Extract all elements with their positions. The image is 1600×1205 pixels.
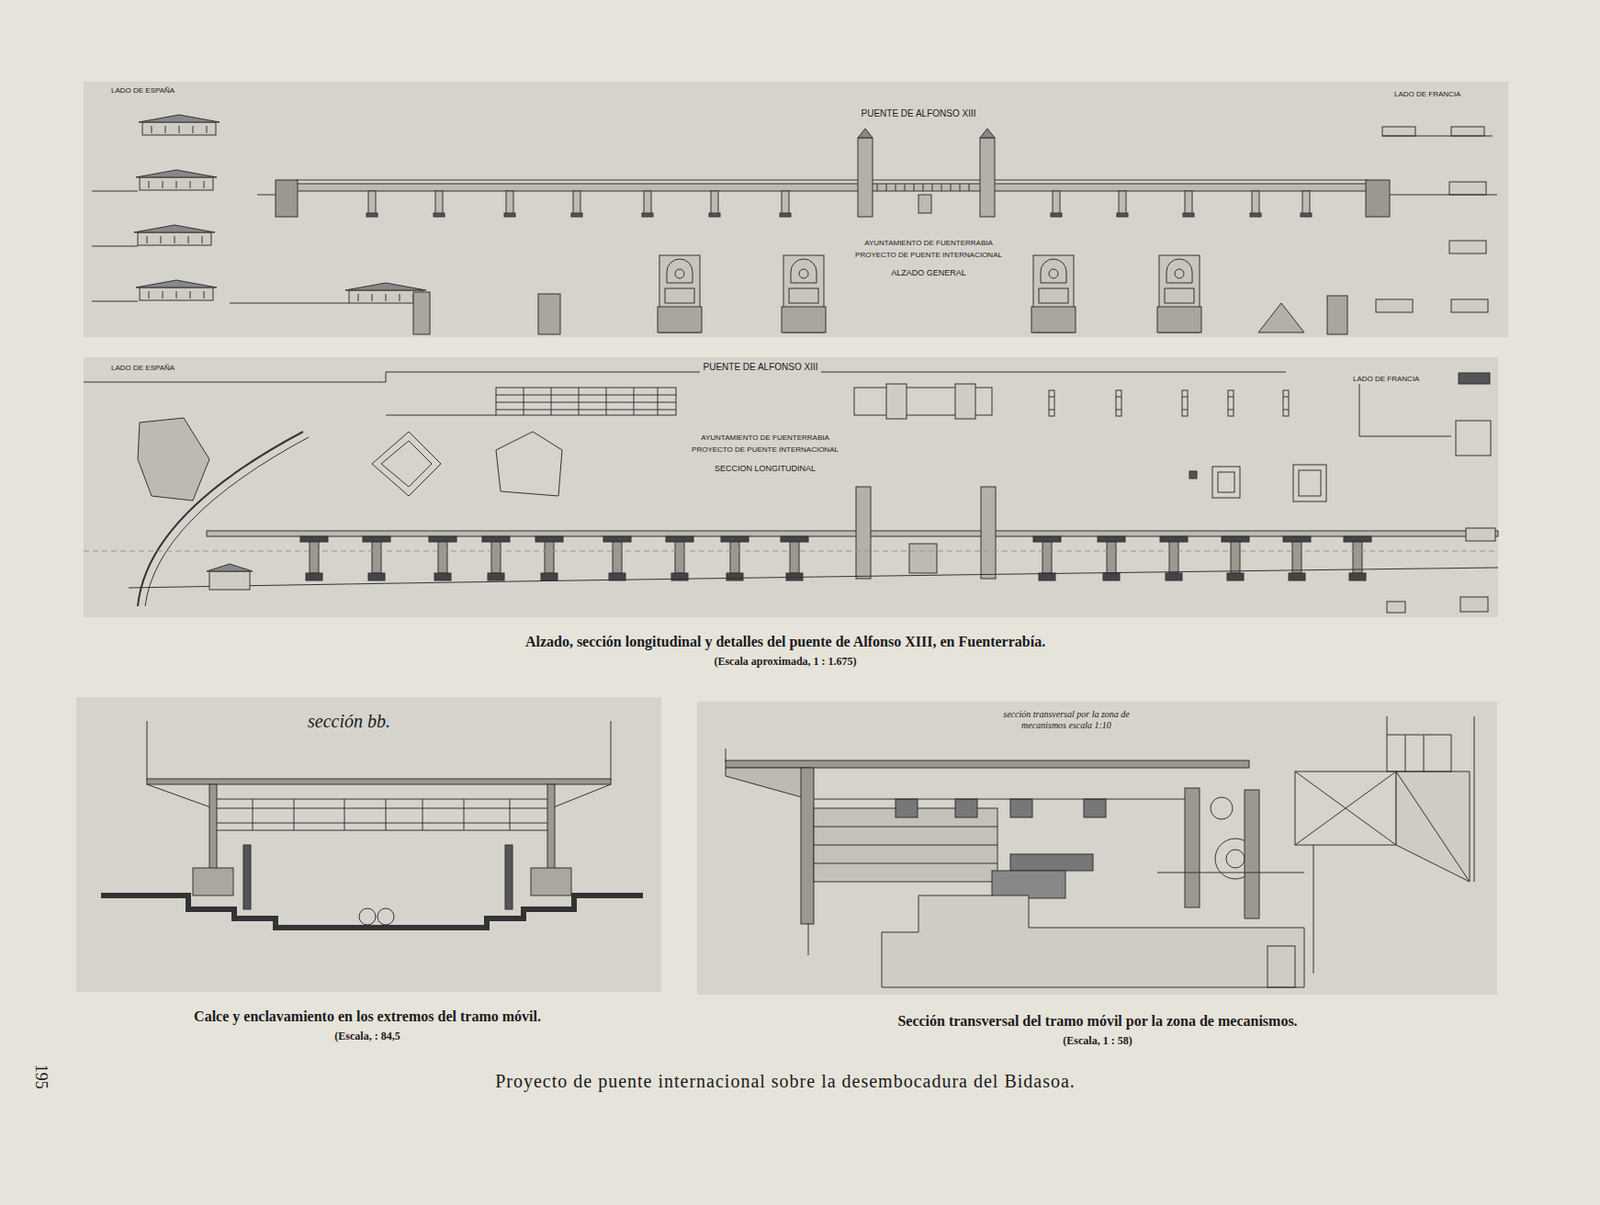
title-block: ALZADO GENERAL: [888, 268, 970, 278]
bridge-name: PUENTE DE ALFONSO XIII: [857, 108, 979, 120]
figure-caption: Alzado, sección longitudinal y detalles …: [525, 633, 1046, 651]
section-title: sección transversal por la zona de mecan…: [994, 709, 1139, 731]
mechanism-section-panel: [697, 701, 1498, 995]
figure-caption: Calce y enclavamiento en los extremos de…: [193, 1008, 541, 1026]
side-label: LADO DE FRANCIA: [1350, 374, 1422, 384]
page-number: 195: [31, 1064, 51, 1090]
scale-note: (Escala, 1 : 58): [1062, 1035, 1132, 1048]
scale-note: (Escala, : 84,5: [334, 1030, 400, 1044]
side-label: LADO DE FRANCIA: [1391, 90, 1464, 99]
section-bb-panel: [76, 697, 662, 992]
title-block: AYUNTAMIENTO DE FUENTERRABIA: [861, 238, 996, 248]
bridge-name: PUENTE DE ALFONSO XIII: [699, 361, 821, 373]
title-block: PROYECTO DE PUENTE INTERNACIONAL: [852, 250, 1005, 260]
longitudinal-section-panel: [83, 357, 1499, 618]
page-title: Proyecto de puente internacional sobre l…: [495, 1070, 1076, 1093]
title-block: SECCION LONGITUDINAL: [711, 463, 819, 474]
elevation-panel: [83, 81, 1509, 338]
title-block: PROYECTO DE PUENTE INTERNACIONAL: [688, 445, 842, 454]
side-label: LADO DE ESPAÑA: [108, 363, 178, 372]
title-block: AYUNTAMIENTO DE FUENTERRABIA: [698, 433, 833, 442]
figure-caption: Sección transversal del tramo móvil por …: [897, 1013, 1297, 1030]
section-title: sección bb.: [304, 710, 394, 733]
scale-note: (Escala aproximada, 1 : 1.675): [713, 655, 857, 669]
side-label: LADO DE ESPAÑA: [108, 86, 178, 95]
